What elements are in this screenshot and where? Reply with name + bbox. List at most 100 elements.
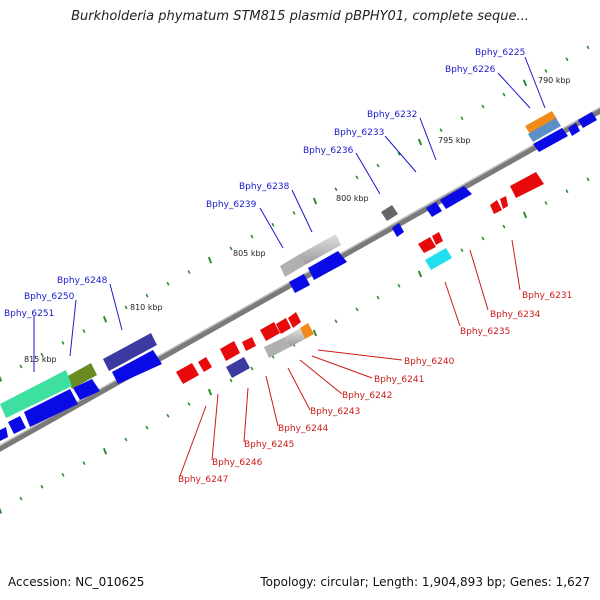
label-bphy6250[interactable]: Bphy_6250 <box>24 292 75 302</box>
gene-6254[interactable] <box>8 416 26 434</box>
gene-bphy6232[interactable] <box>426 202 442 217</box>
tick-mark <box>40 484 44 489</box>
gene-6235b[interactable] <box>418 237 436 253</box>
label-bphy6245[interactable]: Bphy_6245 <box>244 440 294 450</box>
gene-bphy6235[interactable] <box>425 248 452 270</box>
label-bphy6236[interactable]: Bphy_6236 <box>303 146 354 156</box>
gene-6247b[interactable] <box>198 357 212 372</box>
tick-mark <box>82 329 86 333</box>
lower-genes <box>176 172 544 384</box>
tick-mark <box>207 388 213 396</box>
label-bphy6251[interactable]: Bphy_6251 <box>4 309 54 319</box>
tick-mark <box>334 187 338 192</box>
tick-mark <box>124 437 128 442</box>
gene-bphy6241[interactable] <box>285 328 305 347</box>
gene-6235c[interactable] <box>432 232 443 245</box>
lower-callouts <box>179 239 521 477</box>
gene-6249[interactable] <box>112 350 162 384</box>
gene-bphy6246[interactable] <box>226 357 250 378</box>
upper-genes <box>0 111 597 441</box>
gene-bphy6247[interactable] <box>176 363 199 384</box>
gene-6237[interactable] <box>392 223 404 237</box>
gene-6245b[interactable] <box>242 337 256 351</box>
label-bphy6231[interactable]: Bphy_6231 <box>522 291 572 301</box>
label-bphy6225[interactable]: Bphy_6225 <box>475 48 525 58</box>
gene-bphy6225[interactable] <box>525 111 557 134</box>
gene-bphy6251[interactable] <box>0 370 72 418</box>
gene-bphy6226[interactable] <box>528 118 561 142</box>
label-bphy6240[interactable]: Bphy_6240 <box>404 357 455 367</box>
label-bphy6233[interactable]: Bphy_6233 <box>334 128 384 138</box>
gene-bphy6248[interactable] <box>103 333 157 371</box>
upper-callouts <box>33 56 546 372</box>
gene-bphy6243[interactable] <box>288 312 301 328</box>
gene-bphy6236[interactable] <box>381 205 398 221</box>
gene-bphy6244[interactable] <box>276 318 291 334</box>
accession-text: Accession: NC_010625 <box>8 575 145 589</box>
tick-mark <box>19 496 23 501</box>
tick-mark <box>502 224 506 229</box>
label-bphy6239[interactable]: Bphy_6239 <box>206 200 257 210</box>
label-bphy6238[interactable]: Bphy_6238 <box>239 182 290 192</box>
tick-mark <box>19 364 23 369</box>
tick-mark <box>166 413 170 418</box>
gene-bphy6233[interactable] <box>440 186 472 209</box>
lower-labels: Bphy_6231 Bphy_6234 Bphy_6235 Bphy_6240 … <box>178 291 572 485</box>
gene-bphy6239[interactable] <box>280 254 305 277</box>
tick-mark <box>312 197 318 205</box>
tick-mark <box>376 295 380 300</box>
tick-mark <box>166 281 170 286</box>
label-bphy6244[interactable]: Bphy_6244 <box>278 424 329 434</box>
gene-6246b[interactable] <box>220 341 240 361</box>
gene-6227[interactable] <box>568 123 580 136</box>
tick-row-upper <box>0 45 590 382</box>
gene-6255[interactable] <box>0 427 8 441</box>
tick-mark <box>187 270 191 274</box>
tick-mark <box>565 189 569 194</box>
label-bphy6241[interactable]: Bphy_6241 <box>374 375 424 385</box>
label-bphy6243[interactable]: Bphy_6243 <box>310 407 360 417</box>
tick-mark <box>0 507 3 514</box>
tick-mark <box>61 341 65 345</box>
gene-bphy6240[interactable] <box>300 323 314 339</box>
label-bphy6226[interactable]: Bphy_6226 <box>445 65 496 75</box>
tick-mark <box>565 57 569 62</box>
gene-bphy6245[interactable] <box>260 322 280 341</box>
gene-bphy6234[interactable] <box>490 200 502 214</box>
label-bphy6246[interactable]: Bphy_6246 <box>212 458 263 468</box>
tick-mark <box>145 425 149 430</box>
gene-6228[interactable] <box>578 112 597 128</box>
gene-6253[interactable] <box>24 389 78 427</box>
tick-mark <box>397 151 401 156</box>
tick-mark <box>481 236 485 241</box>
gene-6239c[interactable] <box>289 274 310 293</box>
label-bphy6235[interactable]: Bphy_6235 <box>460 327 510 337</box>
kbp-label-790: 790 kbp <box>538 76 571 85</box>
tick-mark <box>250 366 254 371</box>
tick-mark <box>355 175 359 180</box>
gene-bphy6238[interactable] <box>300 234 341 265</box>
kbp-label-810: 810 kbp <box>130 303 163 312</box>
tick-mark <box>586 177 590 182</box>
tick-mark <box>145 293 149 298</box>
tick-mark <box>271 222 275 227</box>
label-bphy6247[interactable]: Bphy_6247 <box>178 475 228 485</box>
page-title: Burkholderia phymatum STM815 plasmid pBP… <box>71 9 529 24</box>
gene-6229[interactable] <box>533 128 568 152</box>
tick-mark <box>82 461 86 465</box>
gene-6234b[interactable] <box>500 196 508 209</box>
label-bphy6232[interactable]: Bphy_6232 <box>367 110 417 120</box>
gene-bphy6250[interactable] <box>66 363 97 389</box>
label-bphy6248[interactable]: Bphy_6248 <box>57 276 108 286</box>
label-bphy6234[interactable]: Bphy_6234 <box>490 310 541 320</box>
gene-bphy6242[interactable] <box>264 337 290 358</box>
gene-6252[interactable] <box>73 379 100 400</box>
tick-mark <box>522 79 528 87</box>
label-bphy6242[interactable]: Bphy_6242 <box>342 391 392 401</box>
gene-6239b[interactable] <box>308 251 347 280</box>
tick-mark <box>460 248 464 253</box>
tick-mark <box>40 352 44 357</box>
tick-mark <box>187 402 191 406</box>
gene-bphy6231[interactable] <box>510 172 544 198</box>
